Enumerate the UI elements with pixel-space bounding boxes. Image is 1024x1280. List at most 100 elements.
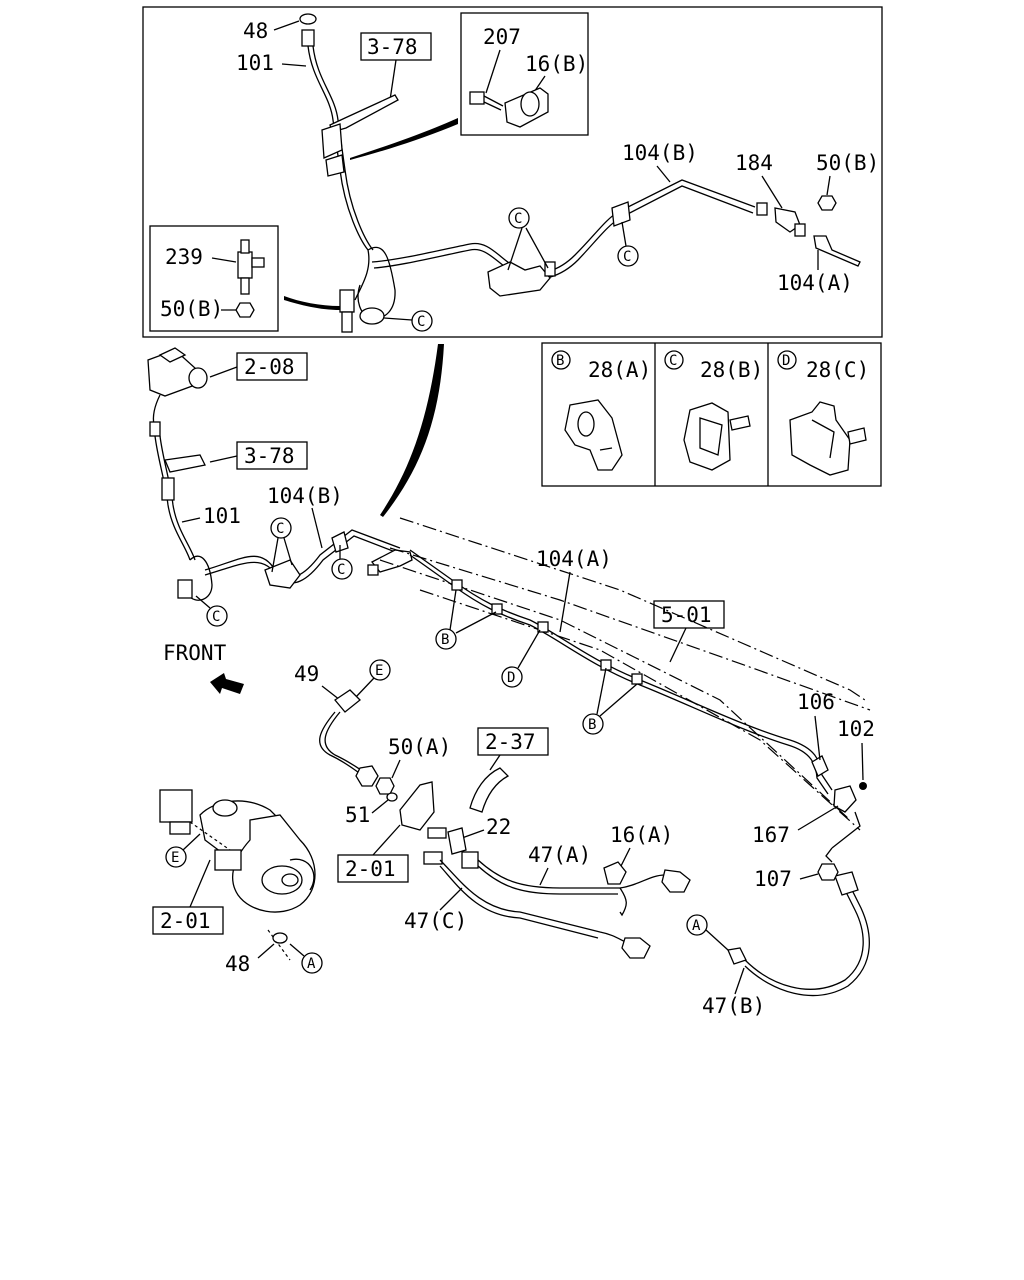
- callout-104b-mid: 104(B): [267, 484, 343, 508]
- callout-184: 184: [735, 151, 773, 175]
- callout-16a: 16(A): [610, 823, 673, 847]
- svg-text:C: C: [417, 314, 425, 330]
- bolt-102: [859, 782, 867, 790]
- three-way-joint-239: [237, 239, 265, 295]
- brake-line-top: [301, 29, 756, 333]
- leader-swoosh-3: [380, 344, 444, 517]
- callout-3-78-top: 3-78: [367, 35, 418, 59]
- clamp-16b: [504, 87, 549, 128]
- marker-b-mid-2: [582, 713, 604, 735]
- callout-47c: 47(C): [404, 909, 467, 933]
- chassis-frame: [379, 517, 871, 831]
- callout-50a: 50(A): [388, 735, 451, 759]
- callout-22: 22: [486, 815, 511, 839]
- joint-22: [427, 827, 467, 855]
- leader-swoosh-1: [350, 118, 458, 160]
- bracket: [399, 781, 435, 831]
- clip-type-d: D 28(C): [777, 350, 869, 476]
- callout-106: 106: [797, 690, 835, 714]
- ref-box-2-01-left: [152, 906, 224, 935]
- inset-clamp-frame: [460, 12, 589, 136]
- svg-text:C: C: [623, 249, 631, 265]
- marker-a-right: [686, 914, 708, 936]
- marker-c-top-3: [411, 310, 433, 332]
- front-label: FRONT: [163, 641, 227, 665]
- callout-47a: 47(A): [528, 843, 591, 867]
- nut-50a: [375, 777, 395, 795]
- callout-47b: 47(B): [702, 994, 765, 1018]
- svg-text:C: C: [276, 521, 284, 537]
- washer-48-top: [299, 13, 317, 25]
- marker-c-top-2: [617, 245, 639, 267]
- svg-text:E: E: [375, 663, 383, 679]
- joint-184: [756, 202, 806, 237]
- ref-box-3-78-mid: [236, 441, 308, 470]
- marker-c-mid-1: [270, 517, 292, 539]
- hose-2-37: [469, 767, 510, 813]
- svg-text:A: A: [307, 956, 316, 972]
- callout-51: 51: [345, 803, 370, 827]
- clip-type-c: C 28(B): [664, 350, 763, 471]
- ref-box-2-08: [236, 352, 308, 381]
- hose-47b: [727, 863, 870, 997]
- callout-48-top: 48: [243, 19, 268, 43]
- svg-text:A: A: [692, 918, 701, 934]
- svg-text:28(C): 28(C): [806, 358, 869, 382]
- clip-type-b: B 28(A): [551, 350, 651, 471]
- callout-3-78-mid: 3-78: [244, 444, 295, 468]
- hose-49: [319, 689, 379, 787]
- front-arrow-icon: [210, 673, 244, 694]
- pipe-104a-frame: [409, 549, 857, 813]
- inset-joint-frame: [149, 225, 279, 332]
- svg-text:B: B: [556, 353, 564, 369]
- callout-239: 239: [165, 245, 203, 269]
- callout-2-01-left: 2-01: [160, 909, 211, 933]
- callout-101-top: 101: [236, 51, 274, 75]
- svg-text:C: C: [669, 353, 677, 369]
- bracket-107-leader: [825, 847, 833, 863]
- callout-5-01: 5-01: [661, 603, 712, 627]
- marker-d-mid: [501, 666, 523, 688]
- svg-text:28(A): 28(A): [588, 358, 651, 382]
- callout-207: 207: [483, 25, 521, 49]
- callout-101-mid: 101: [203, 504, 241, 528]
- svg-text:E: E: [171, 850, 179, 866]
- marker-b-mid-1: [435, 628, 457, 650]
- svg-text:28(B): 28(B): [700, 358, 763, 382]
- pipe-47c: [423, 851, 651, 959]
- svg-text:C: C: [337, 562, 345, 578]
- callout-2-01-mid: 2-01: [345, 857, 396, 881]
- clip-types-frame: [541, 342, 882, 487]
- pipe-47a: [461, 851, 691, 917]
- marker-e-top: [369, 659, 391, 681]
- callout-2-37: 2-37: [485, 730, 536, 754]
- callout-16b: 16(B): [525, 52, 588, 76]
- top-detail-frame: [142, 6, 883, 338]
- bolt-207: [469, 91, 504, 111]
- brake-line-mid: [149, 421, 413, 601]
- callout-2-08: 2-08: [244, 355, 295, 379]
- nut-50b-inset: [235, 302, 255, 318]
- washer-48-bottom: [272, 932, 288, 944]
- callout-48-bottom: 48: [225, 952, 250, 976]
- svg-text:C: C: [514, 211, 522, 227]
- washer-51: [386, 792, 398, 802]
- svg-text:D: D: [782, 353, 790, 369]
- callout-102: 102: [837, 717, 875, 741]
- callout-50b-top: 50(B): [816, 151, 879, 175]
- callout-104b-top: 104(B): [622, 141, 698, 165]
- callout-104a-mid: 104(A): [536, 547, 612, 571]
- svg-text:B: B: [588, 717, 596, 733]
- callout-49: 49: [294, 662, 319, 686]
- callout-107: 107: [754, 867, 792, 891]
- marker-a-bottom-left: [301, 952, 323, 974]
- ref-box-2-37: [477, 727, 549, 756]
- leader-swoosh-2: [284, 296, 340, 310]
- nut-50b-top: [817, 195, 837, 211]
- pipe-104a-top-end: [813, 235, 861, 267]
- brake-booster: [159, 789, 316, 961]
- marker-c-top-1: [508, 207, 530, 229]
- svg-text:D: D: [507, 670, 515, 686]
- marker-e-bottom: [165, 846, 187, 868]
- ref-box-5-01: [653, 600, 725, 629]
